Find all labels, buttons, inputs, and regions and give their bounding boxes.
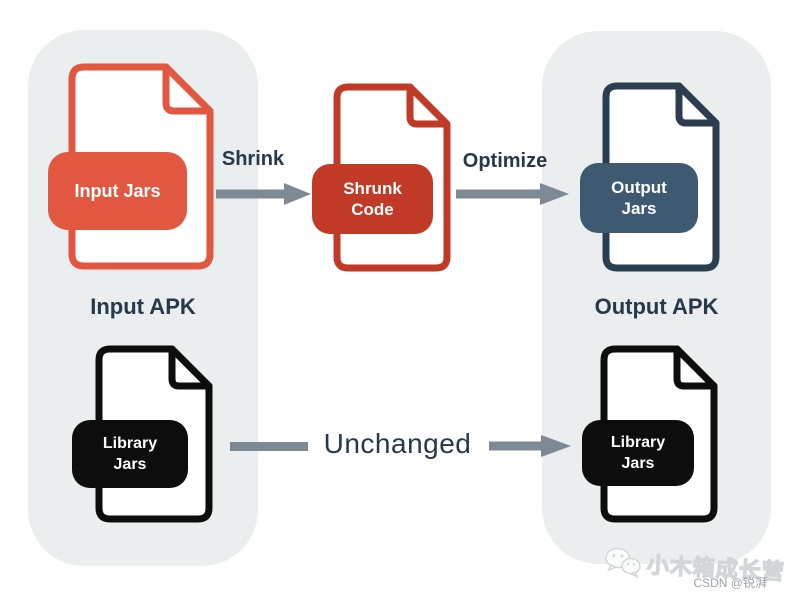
watermark-credit-text: CSDN @锐湃 xyxy=(693,576,767,590)
optimize-label: Optimize xyxy=(462,150,548,172)
unchanged-arrow-icon xyxy=(489,435,571,457)
shrunk-code-badge: Shrunk Code xyxy=(312,164,433,234)
library-jars-left-line1: Library xyxy=(102,435,158,452)
input-apk-label: Input APK xyxy=(90,294,196,319)
output-jars-badge: Output Jars xyxy=(580,163,698,233)
library-jars-right-line2: Jars xyxy=(621,455,655,472)
output-apk-label: Output APK xyxy=(594,294,719,319)
unchanged-line xyxy=(230,442,308,451)
output-jars-badge-line1: Output xyxy=(611,178,667,197)
watermark: 小木箱成长营 xyxy=(603,545,786,586)
library-jars-left-line2: Jars xyxy=(113,456,147,473)
shrink-label: Shrink xyxy=(221,148,285,170)
output-jars-badge-line2: Jars xyxy=(621,199,657,218)
wechat-icon xyxy=(605,547,641,579)
unchanged-label: Unchanged xyxy=(323,428,472,459)
input-jars-badge: Input Jars xyxy=(48,152,187,230)
library-jars-right-line1: Library xyxy=(610,434,666,451)
library-jars-left-badge: Library Jars xyxy=(72,420,188,488)
shrunk-code-badge-line1: Shrunk xyxy=(343,179,402,198)
library-jars-right-badge: Library Jars xyxy=(582,420,694,486)
shrunk-code-badge-line2: Code xyxy=(351,200,394,219)
input-jars-badge-label: Input Jars xyxy=(74,180,161,201)
shrink-arrow-icon xyxy=(216,183,311,205)
optimize-arrow-icon xyxy=(456,183,569,205)
